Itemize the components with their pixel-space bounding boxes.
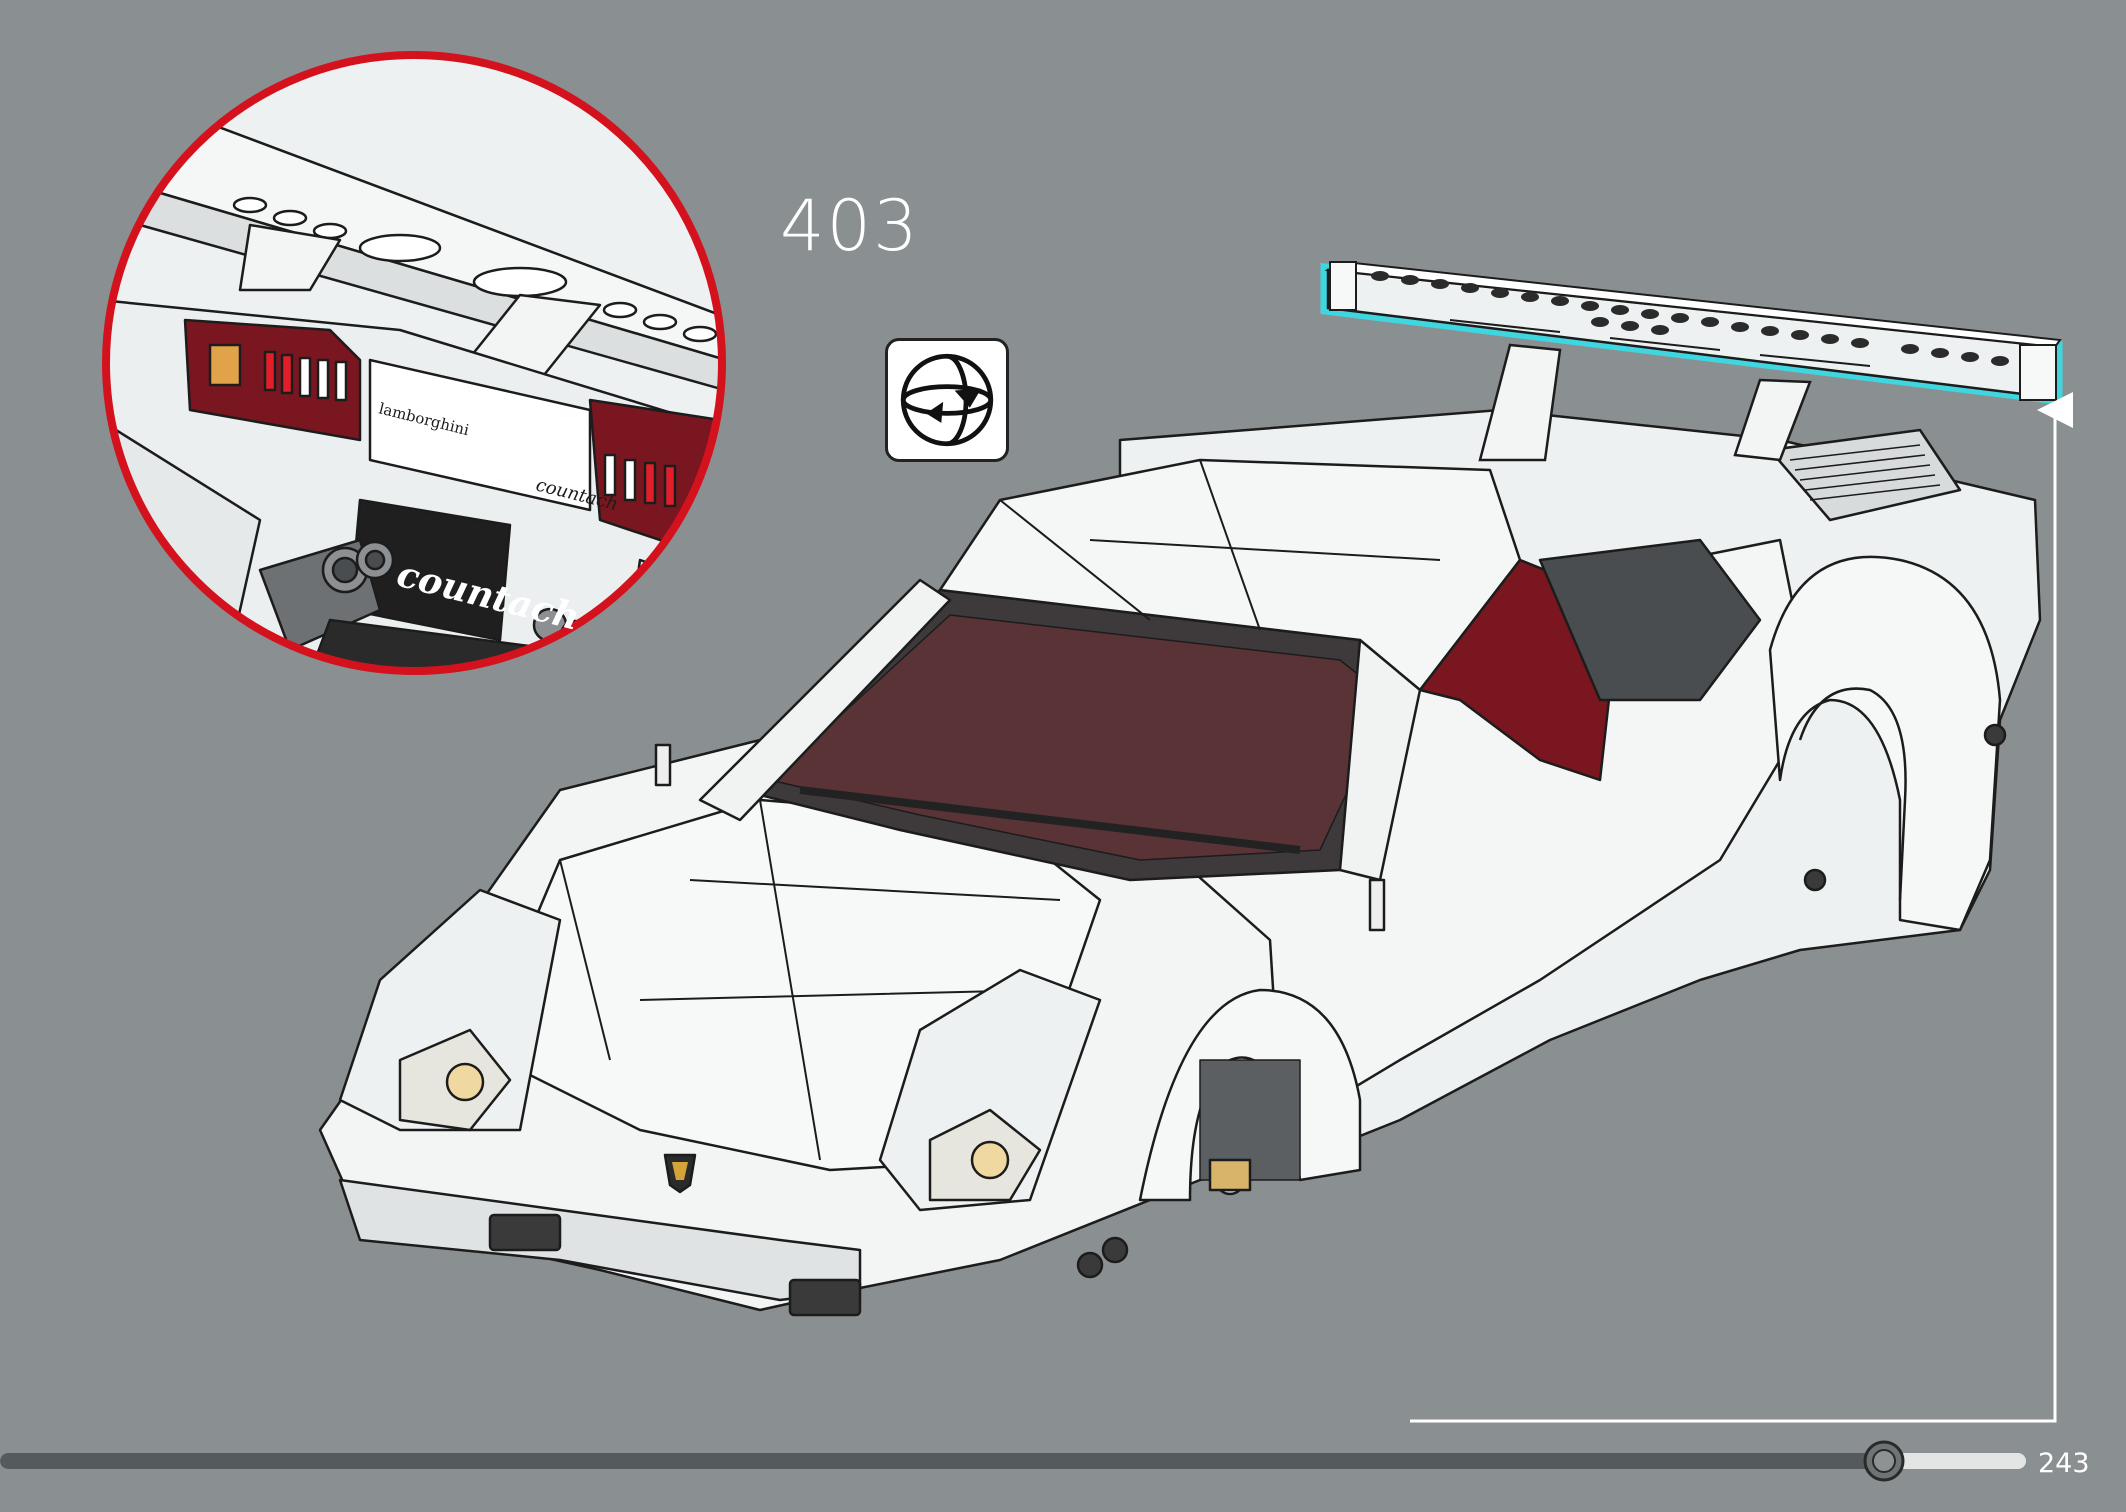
progress-bar — [0, 1440, 2026, 1482]
callout-detail — [102, 51, 726, 675]
step-number: 403 — [780, 185, 920, 267]
rotate-model-icon — [885, 338, 1009, 462]
up-arrow-icon — [1410, 392, 2073, 1423]
car-model — [318, 408, 2042, 1317]
page-number: 243 — [2038, 1448, 2090, 1479]
progress-knob-icon — [1863, 1440, 1905, 1482]
